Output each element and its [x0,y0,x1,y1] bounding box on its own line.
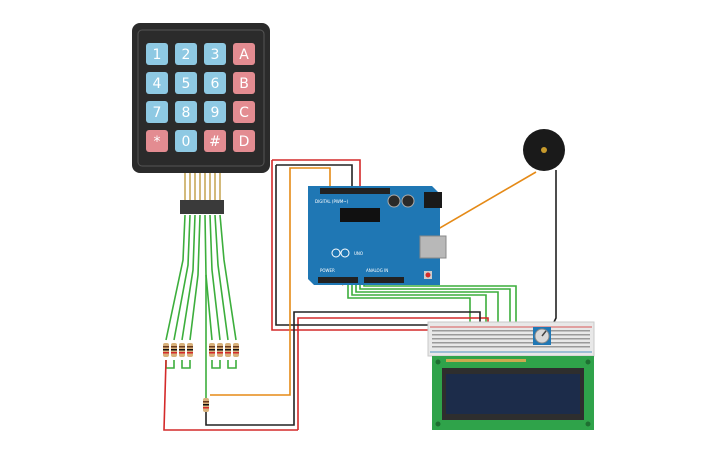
keypad-key [175,130,197,152]
power-header [318,277,358,283]
keypad-key [233,101,255,123]
keypad-ribbon [184,173,221,200]
resistor [179,343,185,357]
analog-header [364,277,404,283]
power-label: POWER [320,268,335,273]
lcd-module [432,356,594,430]
keypad-key [175,72,197,94]
keypad-connector [180,200,224,214]
keypad-key [204,130,226,152]
keypad-key [175,101,197,123]
keypad-key-label: 9 [211,105,220,121]
digital-header [320,188,390,194]
keypad-key-label: * [154,134,161,150]
keypad-key [204,72,226,94]
keypad-key [146,101,168,123]
buzzer-center [541,147,547,153]
keypad-key-label: 8 [182,105,191,121]
keypad-key-label: 7 [153,105,162,121]
keypad-keys: 1 2 3 A 4 5 6 B 7 8 9 C * 0 # D [146,43,255,152]
potentiometer [533,327,551,345]
resistor [171,343,177,357]
resistor [233,343,239,357]
capacitor [387,194,401,208]
keypad-key [175,43,197,65]
breadboard [427,321,595,357]
model-label: UNO [354,251,363,256]
resistor [203,398,209,412]
keypad-key-label: 6 [211,76,220,92]
digital-label: DIGITAL (PWM~) [315,199,349,204]
keypad-key-label: C [239,105,249,121]
keypad-key-label: 4 [153,76,162,92]
resistor [217,343,223,357]
keypad-key-label: 0 [182,134,191,150]
keypad: 1 2 3 A 4 5 6 B 7 8 9 C * 0 # D [132,23,270,214]
keypad-key [146,72,168,94]
buzzer [523,129,565,171]
resistor [209,343,215,357]
keypad-key [204,101,226,123]
arduino-logo-icon [331,248,341,258]
keypad-key-label: # [209,134,221,150]
mcu-chip [340,208,380,222]
keypad-key [204,43,226,65]
keypad-key [233,130,255,152]
keypad-wires-green [165,214,517,398]
keypad-key [233,72,255,94]
keypad-key-label: B [239,76,249,92]
power-jack [424,192,442,208]
lcd-pins [446,359,526,362]
keypad-key [233,43,255,65]
keypad-key [146,43,168,65]
resistor [163,343,169,357]
keypad-key-label: 5 [182,76,191,92]
keypad-key-label: D [239,134,250,150]
keypad-key-label: 2 [182,47,191,63]
breadboard-holes [432,330,590,348]
resistor [225,343,231,357]
keypad-key-label: 1 [153,47,162,63]
keypad-key [146,130,168,152]
resistor [187,343,193,357]
resistors [163,343,239,412]
capacitor [401,194,415,208]
keypad-key-label: A [239,47,249,63]
keypad-border [137,29,265,167]
usb-port [419,235,447,259]
keypad-key-label: 3 [211,47,220,63]
arduino-board: DIGITAL (PWM~) UNO POWER ANALOG IN [308,186,447,285]
analog-label: ANALOG IN [366,268,388,273]
lcd-screen [446,374,580,414]
